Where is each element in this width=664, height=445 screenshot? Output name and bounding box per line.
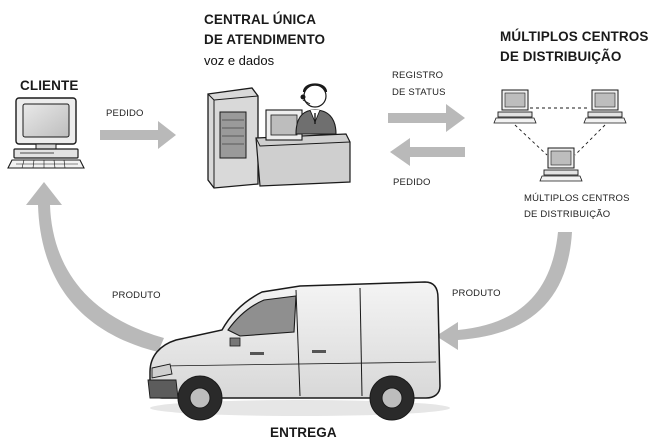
central-subtitle: voz e dados xyxy=(204,53,275,68)
cliente-label: CLIENTE xyxy=(20,78,79,93)
central-attendant-icon xyxy=(207,83,351,189)
centros-caption-line1: MÚLTIPLOS CENTROS xyxy=(524,193,630,204)
arrow-registro-status xyxy=(388,104,465,132)
central-title-line1: CENTRAL ÚNICA xyxy=(204,12,317,27)
arrow-produto-to-cliente xyxy=(26,182,164,352)
delivery-van-icon xyxy=(147,281,450,421)
cliente-computer-icon xyxy=(7,97,85,169)
edge-label-registro-line2: DE STATUS xyxy=(392,87,446,98)
arrow-pedido-to-central xyxy=(100,121,176,149)
edge-label-pedido-back: PEDIDO xyxy=(393,177,431,188)
entrega-label: ENTREGA xyxy=(270,425,337,440)
edge-label-produto-right: PRODUTO xyxy=(452,288,501,299)
arrow-pedido-to-central-back xyxy=(390,138,465,166)
central-title-line2: DE ATENDIMENTO xyxy=(204,32,326,47)
arrow-produto-to-van xyxy=(436,232,572,350)
edge-label-registro-line1: REGISTRO xyxy=(392,70,444,81)
centros-title-line1: MÚLTIPLOS CENTROS xyxy=(500,29,649,44)
edge-label-produto-left: PRODUTO xyxy=(112,290,161,301)
edge-label-pedido: PEDIDO xyxy=(106,108,144,119)
centros-caption-line2: DE DISTRIBUIÇÃO xyxy=(524,209,611,220)
centros-title-line2: DE DISTRIBUIÇÃO xyxy=(500,49,622,64)
centros-network-icon xyxy=(493,89,627,182)
